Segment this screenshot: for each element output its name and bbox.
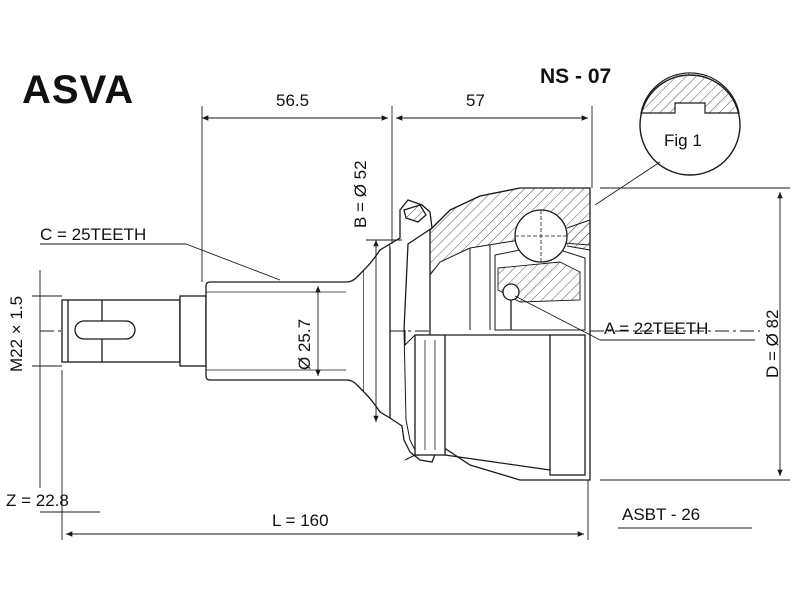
inner-teeth-label: A = 22TEETH bbox=[604, 319, 709, 338]
thread-end bbox=[61, 299, 181, 363]
fig-label: Fig 1 bbox=[664, 131, 702, 150]
boot-profile bbox=[389, 199, 437, 463]
shaft bbox=[179, 242, 391, 420]
fig1-inset bbox=[594, 72, 741, 206]
outer-diameter-label: D = Ø 82 bbox=[763, 309, 782, 378]
boot-diameter-label: B = Ø 52 bbox=[351, 160, 370, 228]
abs-ring-label: ASBT - 26 bbox=[622, 505, 701, 524]
dim-top-left: 56.5 bbox=[276, 91, 310, 110]
outer-teeth-label: C = 25TEETH bbox=[40, 225, 147, 244]
inner-race bbox=[494, 209, 591, 331]
z-label: Z = 22.8 bbox=[6, 491, 69, 510]
part-code: NS - 07 bbox=[540, 65, 612, 88]
dim-top-right: 57 bbox=[466, 91, 485, 110]
length-label: L = 160 bbox=[272, 511, 329, 530]
thread-label: M22 × 1.5 bbox=[7, 295, 26, 372]
brand-logo: ASVA bbox=[22, 68, 135, 112]
dimension-lines bbox=[32, 106, 790, 540]
shaft-diameter-label: Ø 25.7 bbox=[295, 318, 314, 370]
